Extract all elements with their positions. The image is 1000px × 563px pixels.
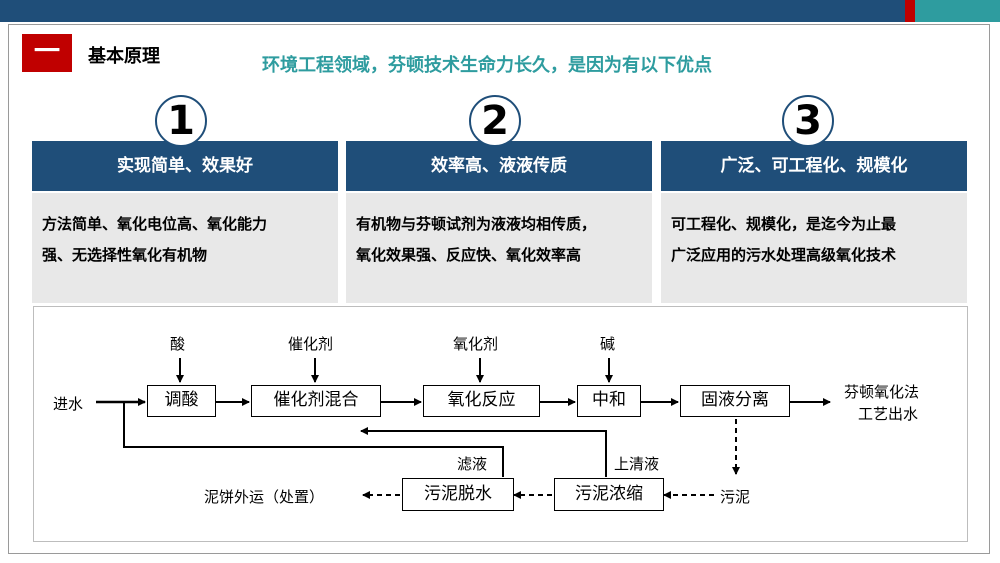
step-neutralize: 中和 — [577, 385, 641, 417]
advantage-line: 广泛应用的污水处理高级氧化技术 — [671, 246, 897, 264]
advantage-line: 有机物与芬顿试剂为液液均相传质， — [356, 215, 597, 233]
advantage-title: 效率高、液液传质 — [346, 141, 652, 191]
banner-red-accent — [905, 0, 915, 22]
advantage-number-2: 2 — [469, 95, 521, 147]
flow-connectors — [96, 358, 831, 499]
advantage-line: 可工程化、规模化，是迄今为止最 — [671, 215, 897, 233]
label-alkali: 碱 — [600, 335, 616, 353]
advantage-number-3: 3 — [782, 95, 834, 147]
label-sludge: 污泥 — [720, 488, 751, 506]
advantage-title: 广泛、可工程化、规模化 — [661, 141, 967, 191]
top-banner — [0, 0, 1000, 22]
advantage-title: 实现简单、效果好 — [32, 141, 338, 191]
advantage-description: 方法简单、氧化电位高、氧化能力 强、无选择性氧化有机物 — [32, 193, 338, 303]
step-oxidation: 氧化反应 — [423, 385, 540, 417]
step-sludge-thicken: 污泥浓缩 — [554, 478, 664, 511]
label-oxidant: 氧化剂 — [453, 335, 499, 353]
label-cake-out: 泥饼外运（处置） — [204, 488, 325, 506]
label-catalyst: 催化剂 — [288, 335, 334, 353]
step-sludge-dewater: 污泥脱水 — [402, 478, 514, 511]
tagline: 环境工程领域，芬顿技术生命力长久，是因为有以下优点 — [262, 55, 712, 76]
slide-frame — [8, 24, 990, 554]
step-acid-adjust: 调酸 — [147, 385, 216, 417]
banner-teal-accent — [915, 0, 1000, 22]
section-number-badge: 一 — [22, 34, 72, 72]
line-supernatant-return — [362, 430, 607, 477]
label-supernatant: 上清液 — [614, 455, 660, 473]
step-separation: 固液分离 — [680, 385, 790, 417]
section-title: 基本原理 — [88, 46, 160, 67]
label-outlet-line1: 芬顿氧化法 — [844, 383, 920, 401]
advantage-line: 强、无选择性氧化有机物 — [42, 246, 208, 264]
label-outlet-line2: 工艺出水 — [858, 405, 919, 423]
advantage-line: 氧化效果强、反应快、氧化效率高 — [356, 246, 582, 264]
label-inlet: 进水 — [53, 395, 84, 413]
advantage-number-1: 1 — [155, 95, 207, 147]
process-flow-diagram: 调酸 催化剂混合 氧化反应 中和 固液分离 污泥浓缩 污泥脱水 进水 酸 催化剂… — [33, 306, 968, 542]
step-catalyst-mix: 催化剂混合 — [251, 385, 381, 417]
label-acid: 酸 — [170, 335, 186, 353]
advantage-line: 方法简单、氧化电位高、氧化能力 — [42, 215, 268, 233]
advantage-description: 可工程化、规模化，是迄今为止最 广泛应用的污水处理高级氧化技术 — [661, 193, 967, 303]
advantage-description: 有机物与芬顿试剂为液液均相传质， 氧化效果强、反应快、氧化效率高 — [346, 193, 652, 303]
line-filtrate-return — [123, 402, 504, 477]
label-filtrate: 滤液 — [457, 455, 488, 473]
